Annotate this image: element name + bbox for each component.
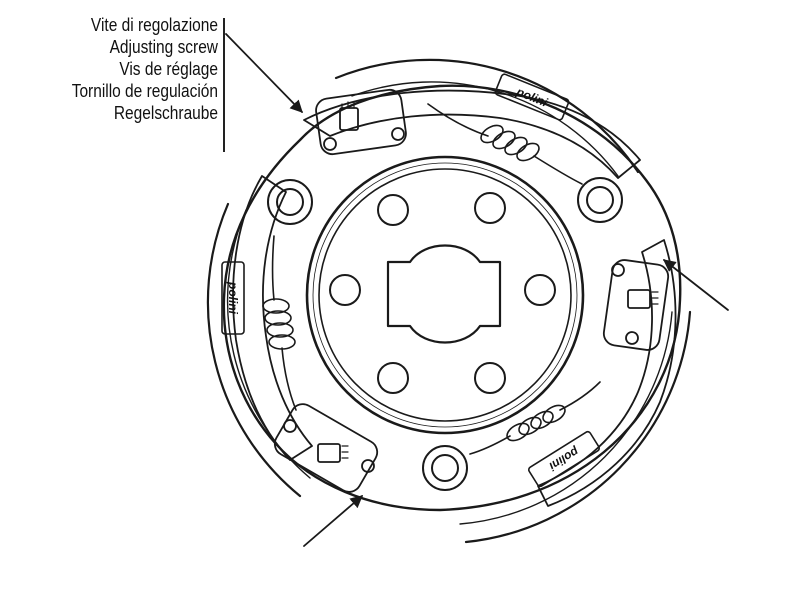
pivot-pins — [267, 177, 623, 491]
pivot-pin — [267, 179, 313, 225]
callout-label-en: Adjusting screw — [109, 37, 218, 57]
spring-top — [427, 103, 583, 185]
callout-label-es: Tornillo de regulación — [71, 81, 218, 101]
leader-arrow-right — [663, 259, 729, 311]
leader-arrow-bottom — [303, 495, 363, 547]
lining-arc-right-inner — [459, 311, 673, 525]
callout-label-it: Vite di regolazione — [90, 15, 218, 35]
lining-arcs — [206, 58, 692, 544]
brand-tab-top — [494, 73, 570, 121]
bolt-hole — [474, 192, 506, 224]
shoe-top — [303, 89, 641, 179]
bolt-hole — [377, 362, 409, 394]
lining-arc-right — [464, 310, 692, 544]
leader-arrow-top — [225, 33, 303, 113]
pivot-pin-inner — [276, 188, 304, 216]
bolt-holes — [329, 192, 556, 394]
center-bore — [386, 244, 502, 344]
bolt-hole — [377, 194, 409, 226]
lining-arc-top-inner — [351, 81, 619, 177]
callout-label-de: Regelschraube — [113, 103, 218, 123]
pivot-pin-inner — [586, 186, 614, 214]
shoe-left — [232, 175, 313, 461]
bolt-hole — [524, 274, 556, 306]
hub — [305, 155, 585, 435]
pivot-pin — [577, 177, 623, 223]
lining-arc-top — [334, 58, 640, 174]
spring-bottom — [469, 381, 601, 455]
brand-logo-left: polini — [226, 281, 240, 315]
brand-logo-bottom: polini — [546, 444, 582, 474]
leader-arrows — [225, 33, 729, 547]
adjusting-screw-right — [602, 259, 670, 351]
callout-label-fr: Vis de réglage — [119, 59, 218, 79]
adjusting-screws — [273, 88, 670, 493]
brand-tab-bottom — [527, 430, 601, 488]
adjusting-screw-bottom — [273, 403, 379, 493]
bolt-hole — [329, 274, 361, 306]
pivot-pin — [422, 445, 468, 491]
brand-tab-left — [221, 261, 245, 335]
bolt-hole — [474, 362, 506, 394]
brand-tabs — [221, 73, 601, 488]
spring-left — [262, 235, 297, 411]
pivot-pin-inner — [431, 454, 459, 482]
lining-arc-left — [206, 202, 302, 498]
springs — [262, 103, 601, 455]
callout-bracket — [223, 18, 225, 152]
backplate-outline — [222, 84, 682, 512]
adjusting-screw-top — [315, 88, 407, 156]
hub-inner-rim — [318, 168, 572, 422]
hub-rim-shadow — [312, 162, 578, 428]
adjusting-screw-callout: Vite di regolazione Adjusting screw Vis … — [41, 14, 218, 124]
hub-outer-rim — [305, 155, 585, 435]
